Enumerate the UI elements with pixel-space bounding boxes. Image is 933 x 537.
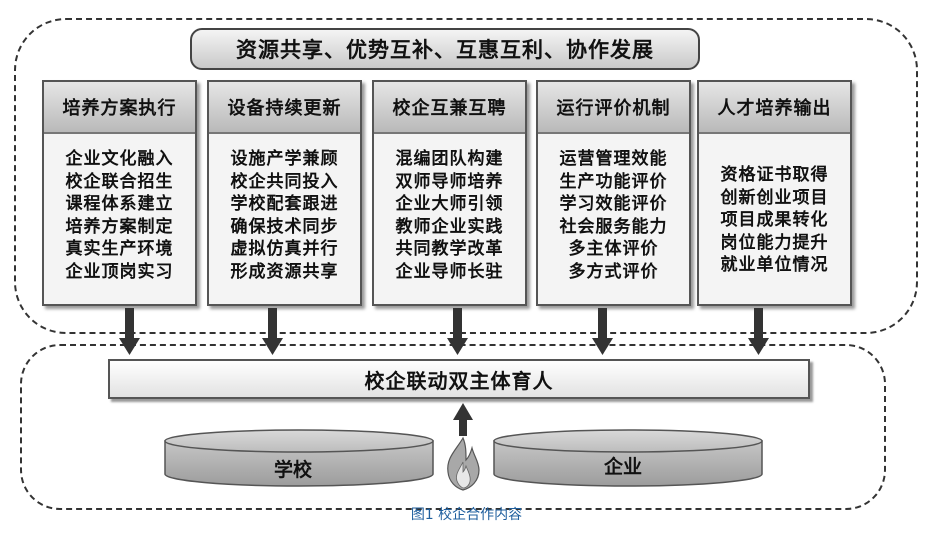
column-item: 创新创业项目 — [720, 187, 829, 208]
figure-caption: 图1 校企合作内容 — [410, 507, 523, 523]
column-item: 多方式评价 — [568, 261, 659, 282]
upper-dashed-group — [14, 18, 918, 334]
school-cylinder — [164, 429, 434, 487]
school-label: 学校 — [274, 459, 313, 481]
column-item: 培养方案制定 — [65, 216, 174, 237]
down-arrow-2 — [262, 308, 283, 355]
column-item: 资格证书取得 — [720, 165, 829, 185]
principles-banner: 资源共享、优势互补、互惠互利、协作发展 — [190, 28, 700, 70]
column-item: 就业单位情况 — [720, 255, 829, 275]
column-item: 校企联合招生 — [65, 171, 174, 192]
down-arrow-3 — [447, 308, 468, 355]
column-item: 学习效能评价 — [559, 194, 668, 214]
flame-icon — [447, 436, 480, 491]
column-item: 双师导师培养 — [395, 171, 504, 192]
column-mutual-appointment: 校企互兼互聘 混编团队构建 双师导师培养 企业大师引领 教师企业实践 共同教学改… — [372, 80, 527, 306]
column-item: 虚拟仿真并行 — [230, 239, 339, 259]
down-arrow-1 — [119, 308, 140, 355]
column-item: 形成资源共享 — [230, 261, 339, 282]
column-item: 真实生产环境 — [65, 239, 174, 259]
up-arrow — [453, 403, 473, 436]
column-item: 多主体评价 — [568, 239, 659, 259]
column-item: 社会服务能力 — [559, 216, 668, 237]
column-items: 运营管理效能 生产功能评价 学习效能评价 社会服务能力 多主体评价 多方式评价 — [538, 134, 689, 283]
column-item: 学校配套跟进 — [230, 194, 339, 214]
column-item: 校企共同投入 — [230, 171, 339, 192]
column-items: 设施产学兼顾 校企共同投入 学校配套跟进 确保技术同步 虚拟仿真并行 形成资源共… — [209, 134, 360, 283]
column-training-plan: 培养方案执行 企业文化融入 校企联合招生 课程体系建立 培养方案制定 真实生产环… — [42, 80, 197, 306]
column-items: 企业文化融入 校企联合招生 课程体系建立 培养方案制定 真实生产环境 企业顶岗实… — [44, 134, 195, 283]
enterprise-label: 企业 — [604, 456, 643, 478]
column-item: 企业文化融入 — [65, 149, 174, 169]
column-item: 运营管理效能 — [559, 149, 668, 169]
column-equipment-update: 设备持续更新 设施产学兼顾 校企共同投入 学校配套跟进 确保技术同步 虚拟仿真并… — [207, 80, 362, 306]
column-item: 教师企业实践 — [395, 216, 504, 237]
column-item: 企业顶岗实习 — [65, 261, 174, 282]
column-item: 确保技术同步 — [230, 216, 339, 237]
column-item: 共同教学改革 — [395, 239, 504, 259]
column-item: 混编团队构建 — [395, 149, 504, 169]
column-item: 项目成果转化 — [720, 210, 829, 230]
column-items: 混编团队构建 双师导师培养 企业大师引领 教师企业实践 共同教学改革 企业导师长… — [374, 134, 525, 283]
column-title: 校企互兼互聘 — [374, 82, 525, 134]
column-talent-output: 人才培养输出 资格证书取得 创新创业项目 项目成果转化 岗位能力提升 就业单位情… — [697, 80, 852, 306]
column-item: 设施产学兼顾 — [230, 149, 339, 169]
down-arrow-5 — [748, 308, 769, 355]
dual-subject-education-bar: 校企联动双主体育人 — [108, 359, 810, 399]
column-items: 资格证书取得 创新创业项目 项目成果转化 岗位能力提升 就业单位情况 — [699, 134, 850, 277]
column-title: 运行评价机制 — [538, 82, 689, 134]
column-item: 岗位能力提升 — [720, 232, 829, 253]
column-title: 人才培养输出 — [699, 82, 850, 134]
column-item: 企业导师长驻 — [395, 261, 504, 282]
column-evaluation-mechanism: 运行评价机制 运营管理效能 生产功能评价 学习效能评价 社会服务能力 多主体评价… — [536, 80, 691, 306]
enterprise-cylinder — [493, 429, 763, 487]
column-item: 课程体系建立 — [65, 194, 174, 214]
column-title: 培养方案执行 — [44, 82, 195, 134]
column-item: 企业大师引领 — [395, 194, 504, 214]
column-item: 生产功能评价 — [559, 171, 668, 192]
down-arrow-4 — [592, 308, 613, 355]
column-title: 设备持续更新 — [209, 82, 360, 134]
